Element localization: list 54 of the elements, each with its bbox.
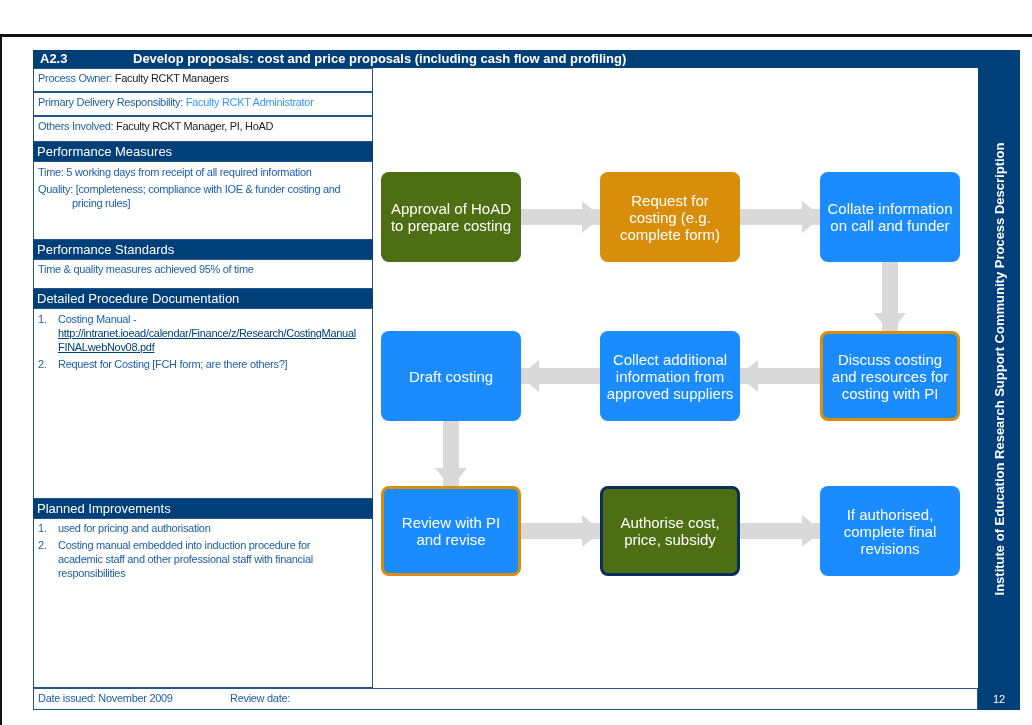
measure-text: Quality: [completeness; compliance with IOE & funder costing and pricing rules]	[38, 182, 342, 210]
process-box	[381, 331, 521, 421]
process-text: Request for costing (e.g. complete form)	[619, 191, 721, 243]
process-box	[381, 486, 521, 576]
block-arrow	[740, 515, 822, 547]
process-text: Review with PI and revise	[400, 514, 502, 548]
side-title: Institute of Education Research Support Community Process Description	[991, 142, 1007, 596]
process-box	[600, 331, 740, 421]
document-link: http://intranet.ioead/calendar/Finance/z/Research/CostingManualFINALwebNov08.pdf	[58, 326, 357, 354]
field-value: Faculty RCKT Manager, PI, HoAD	[116, 120, 274, 132]
field-label: Primary Delivery Responsibility:	[38, 96, 185, 108]
process-text: Discuss costing and resources for costing with PI	[830, 350, 950, 402]
block-arrow	[738, 360, 820, 392]
field-value: Faculty RCKT Administrator	[185, 96, 314, 108]
list-text: used for pricing and authorisation	[58, 521, 211, 535]
process-box	[381, 172, 521, 262]
process-text: Collate information on call and funder	[826, 200, 954, 234]
section-header: Performance Measures	[33, 142, 373, 161]
section-header: Detailed Procedure Documentation	[33, 289, 373, 308]
process-text: If authorised, complete final revisions	[842, 505, 938, 557]
document-name: Costing Manual -	[58, 312, 138, 326]
process-text: Approval of HoAD to prepare costing	[389, 200, 513, 234]
process-text: Draft costing	[408, 367, 494, 385]
standard-text: Time & quality measures achieved 95% of time	[38, 262, 255, 276]
process-box	[820, 172, 960, 262]
list-number: 1.	[38, 312, 48, 327]
list-number: 2.	[38, 538, 48, 553]
section-header: Planned Improvements	[33, 499, 373, 518]
process-text: Collect additional information from approved suppliers	[606, 350, 734, 402]
section-number: A2.3	[40, 51, 68, 66]
list-number: 2.	[38, 357, 48, 371]
block-arrow	[435, 421, 467, 488]
list-number: 1.	[38, 521, 48, 535]
page-number: 12	[978, 688, 1020, 710]
field-label: Process Owner:	[38, 72, 114, 84]
measure-text: Time: 5 working days from receipt of all required information	[38, 165, 313, 179]
review-date: Review date:	[230, 692, 290, 704]
field-label: Others Involved:	[38, 120, 115, 132]
block-arrow	[519, 360, 600, 392]
list-text: Request for Costing [FCH form; are there others?]	[58, 357, 288, 371]
process-box	[820, 486, 960, 576]
block-arrow	[740, 201, 822, 233]
process-text: Authorise cost, price, subsidy	[619, 514, 721, 548]
section-header: Performance Standards	[33, 240, 373, 259]
date-issued: Date issued: November 2009	[38, 692, 173, 704]
field-value: Faculty RCKT Managers	[114, 72, 229, 84]
block-arrow	[521, 201, 602, 233]
title: Develop proposals: cost and price proposals (including cash flow and profiling)	[133, 51, 627, 66]
block-arrow	[874, 262, 906, 333]
process-box	[820, 331, 960, 421]
process-box	[600, 172, 740, 262]
process-box	[600, 486, 740, 576]
list-text: Costing manual embedded into induction procedure for academic staff and other professional staff with financial responsibilities	[58, 538, 314, 580]
block-arrow	[521, 515, 602, 547]
